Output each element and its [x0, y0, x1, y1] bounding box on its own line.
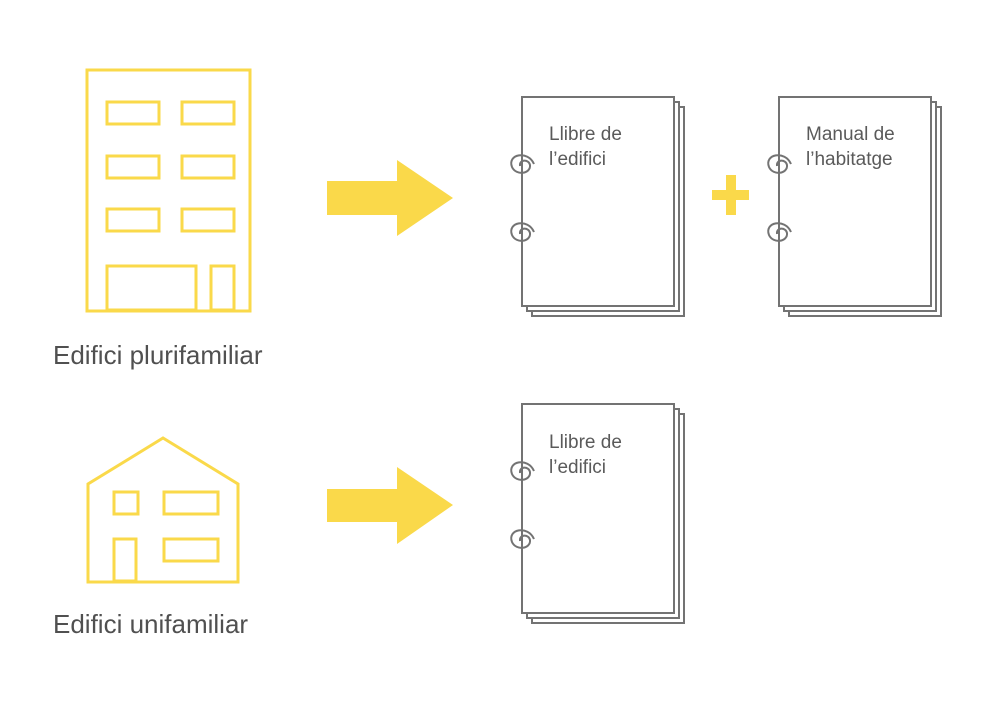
document-title-dwelling-manual: Manual de l’habitatge: [806, 124, 895, 170]
plus-icon: [712, 175, 749, 215]
document-title-building-book: Llibre de l’edifici: [549, 432, 622, 478]
document-title-building-book: Llibre de l’edifici: [549, 124, 622, 170]
ring-binder-icon: [510, 96, 685, 317]
house-icon: [86, 436, 240, 584]
right-arrow-icon: [327, 467, 453, 544]
ring-binder-icon: [510, 403, 685, 624]
label-multi-family-building: Edifici plurifamiliar: [53, 340, 263, 370]
right-arrow-icon: [327, 160, 453, 236]
apartment-building-icon: [85, 68, 252, 313]
label-single-family-house: Edifici unifamiliar: [53, 609, 249, 639]
ring-binder-icon: [767, 96, 942, 317]
